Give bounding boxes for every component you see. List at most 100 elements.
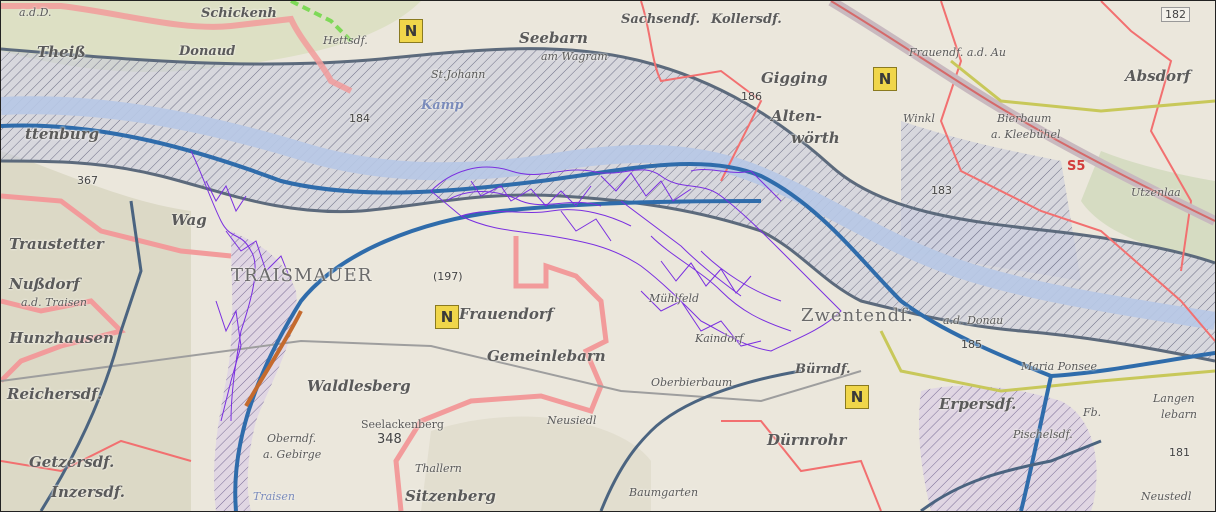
motorway-s5-centerline xyxy=(830,1,1215,222)
boundary-nw xyxy=(1,3,353,94)
label-nussdorf: Nußdorf xyxy=(9,275,80,293)
label-kamp: Kamp xyxy=(421,98,464,113)
boundary-green xyxy=(290,1,353,43)
label-maria-ponsee: Maria Ponsee xyxy=(1021,360,1097,373)
label-absdorf: Absdorf xyxy=(1125,67,1191,85)
label-traisen-river: Traisen xyxy=(253,490,295,503)
floodplain-danube xyxy=(1,48,1215,361)
danube-river xyxy=(1,96,1215,330)
label-zwentendorf: Zwentendf. xyxy=(801,305,914,326)
label-woerth: wörth xyxy=(791,129,840,147)
label-muehlfeld: Mühlfeld xyxy=(649,292,700,305)
label-lebarn: lebarn xyxy=(1161,408,1197,421)
label-frauendorf: Frauendorf xyxy=(459,305,554,323)
label-sachsendorf: Sachsendf. xyxy=(621,12,700,27)
line-west xyxy=(39,200,143,511)
label-ad-donau: a.d. Donau xyxy=(943,314,1004,327)
label-traismauer-edge: ttenburg xyxy=(25,125,100,143)
label-utzenlaa: Utzenlaa xyxy=(1131,186,1181,199)
label-kaindorf: Kaindorf xyxy=(695,332,744,345)
label-gemeinlebarn: Gemeinlebarn xyxy=(487,347,606,365)
label-burndorf: Bürndf. xyxy=(795,362,851,377)
elevation-184: 184 xyxy=(349,112,370,125)
label-st-johann: St.Johann xyxy=(431,68,486,81)
elevation-183: 183 xyxy=(931,184,952,197)
boundary-center xyxy=(393,236,609,511)
shield-north-icon: N xyxy=(399,19,423,43)
line-se xyxy=(920,439,1102,511)
road-yellow-east xyxy=(879,330,1215,393)
label-baumgarten: Baumgarten xyxy=(629,486,699,499)
railway xyxy=(1,339,862,403)
label-waldlesberg: Waldlesberg xyxy=(307,377,411,395)
label-donaudorf: Donaud xyxy=(179,44,236,59)
label-durnrohr: Dürnrohr xyxy=(767,431,847,449)
label-traismauer: TRAISMAUER xyxy=(231,265,373,286)
terrain-south xyxy=(421,416,651,511)
label-reichersdorf: Reichersdf. xyxy=(7,385,103,403)
label-altenwoerth: Alten- xyxy=(771,107,822,125)
line-south xyxy=(599,369,802,511)
forest-ne xyxy=(1081,151,1215,261)
label-langen: Langen xyxy=(1153,392,1195,405)
label-neusiedl: Neusiedl xyxy=(547,414,597,427)
elevation-197: (197) xyxy=(433,270,463,283)
label-seebarn: Seebarn xyxy=(519,29,588,47)
label-seelackenberg: Seelackenberg xyxy=(361,418,444,431)
label-a-traisen: a.d. Traisen xyxy=(21,296,87,309)
floodplain-east xyxy=(901,121,1081,281)
label-frauendorf-au: Frauendf. a.d. Au xyxy=(909,46,1006,59)
line-east-branch xyxy=(1019,375,1053,511)
label-kollersdorf: Kollersdf. xyxy=(711,12,782,27)
boundary-north-center xyxy=(640,1,763,182)
label-am-wagram: am Wagram xyxy=(541,50,608,63)
label-kleebuehel: a. Kleebühel xyxy=(991,128,1061,141)
elevation-367: 367 xyxy=(77,174,98,187)
shield-north-icon: N xyxy=(435,305,459,329)
label-neusiedl-e: Neustedl xyxy=(1141,490,1192,503)
label-hettsdorf: Hettsdf. xyxy=(323,34,368,47)
label-sitzenberg: Sitzenberg xyxy=(405,487,496,505)
flood-contours xyxy=(190,150,842,422)
boundary-south-east xyxy=(721,420,882,511)
floodplain-outline-north xyxy=(1,47,1215,265)
elevation-182: 182 xyxy=(1161,7,1190,22)
label-inzersdorf: Inzersdf. xyxy=(51,483,125,501)
label-fischamend: Pischelsdf. xyxy=(1013,428,1073,441)
hill-shading-nw xyxy=(1,1,421,72)
road-yellow-north xyxy=(950,59,1215,113)
label-winkl: Winkl xyxy=(903,112,935,125)
label-thallern: Thallern xyxy=(415,462,462,475)
label-oberbierbaum: Oberbierbaum xyxy=(651,376,733,389)
label-frauenstetten: Traustetter xyxy=(9,235,104,253)
boundary-east xyxy=(939,1,1215,342)
label-getzersdorf: Getzersdf. xyxy=(29,453,115,471)
shield-north-icon: N xyxy=(845,385,869,409)
elevation-185: 185 xyxy=(961,338,982,351)
label-erpersdorf: Erpersdf. xyxy=(939,395,1017,413)
route-label-s5: S5 xyxy=(1067,159,1086,174)
label-wagram: Wag xyxy=(171,211,207,229)
label-theiss: Theiß xyxy=(37,43,86,61)
shield-north-icon: N xyxy=(873,67,897,91)
label-bierbaum: Bierbaum xyxy=(997,112,1052,125)
floodplain-outline-south xyxy=(1,159,1215,363)
elevation-186: 186 xyxy=(741,90,762,103)
elevation-348: 348 xyxy=(377,432,402,447)
label-geb: a. Gebirge xyxy=(263,448,322,461)
floodplain-se xyxy=(919,385,1097,511)
label-hunzhausen: Hunzhausen xyxy=(9,329,114,347)
label-gigging: Gigging xyxy=(761,69,828,87)
floodplain-traisen xyxy=(214,231,297,511)
elevation-181: 181 xyxy=(1169,446,1190,459)
boundary-w xyxy=(1,193,232,259)
label-a-d-d: a.d.D. xyxy=(19,6,52,19)
line-danube-blue xyxy=(1,123,1215,379)
label-fb: Fb. xyxy=(1083,406,1102,419)
label-schickenhof: Schickenh xyxy=(201,6,277,21)
line-traisen-blue xyxy=(233,199,762,511)
label-obritz: Oberndf. xyxy=(267,432,317,445)
road-orange xyxy=(244,310,303,407)
